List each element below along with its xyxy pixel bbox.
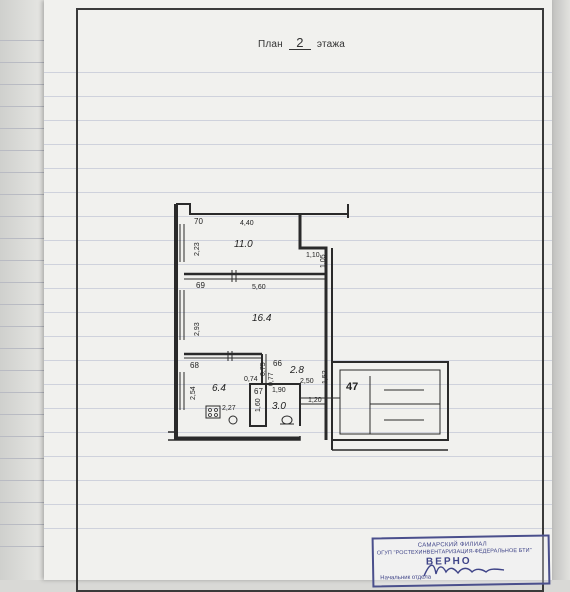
plan-title: План 2 этажа [258, 36, 346, 50]
room-area: 6.4 [212, 383, 226, 394]
room-number: 68 [190, 361, 199, 370]
dimension-label: 2,54 [190, 386, 197, 400]
room-number: 69 [196, 281, 205, 290]
title-suffix: этажа [316, 39, 346, 50]
room-area: 11.0 [234, 239, 253, 250]
dimension-label: 0,74 [244, 376, 258, 383]
dimension-label: 2,23 [194, 242, 201, 256]
dimension-label: 1,10 [306, 252, 320, 259]
room-area: 16.4 [252, 313, 272, 324]
stamp-branch: САМАРСКИЙ ФИЛИАЛ [417, 541, 488, 549]
dimension-label: 1,90 [272, 387, 286, 394]
room-number: 47 [346, 381, 359, 393]
signature [423, 564, 505, 577]
dimension-label: 0,77 [268, 372, 275, 386]
room-number: 70 [194, 217, 203, 226]
document-sheet [44, 0, 552, 580]
dimension-label: 2,27 [222, 405, 236, 412]
dimension-label: 1,05 [320, 254, 327, 268]
dimension-label: 2,50 [300, 378, 314, 385]
floor-number: 2 [288, 36, 311, 50]
room-area: 2.8 [290, 365, 304, 376]
dimension-label: 1,52 [322, 370, 329, 384]
page-edge [550, 0, 570, 580]
room-number: 67 [254, 387, 263, 396]
dimension-label: 1,20 [308, 397, 322, 404]
dimension-label: 5,60 [252, 284, 266, 291]
title-prefix: План [258, 39, 283, 50]
dimension-label: 4,40 [240, 220, 254, 227]
room-number: 66 [273, 359, 282, 368]
dimension-label: 1,60 [255, 398, 262, 412]
dimension-label: 0,75 [260, 362, 267, 376]
floor-plan-drawing [168, 203, 449, 451]
room-area: 3.0 [272, 401, 286, 412]
dimension-label: 2,93 [194, 322, 201, 336]
